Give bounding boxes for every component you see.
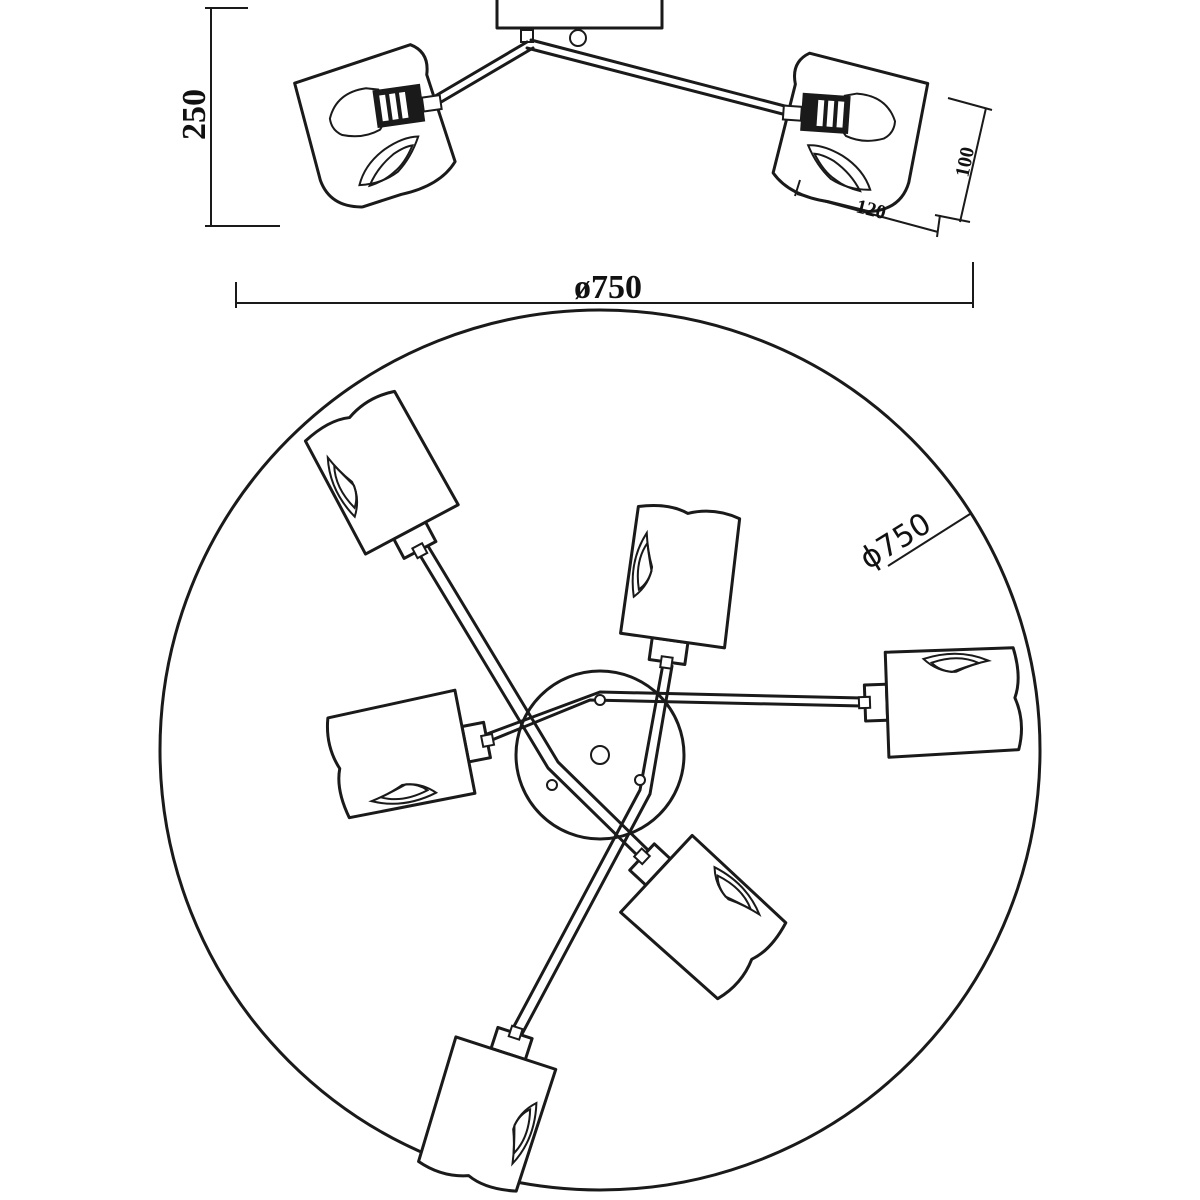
side-arm-right	[529, 38, 802, 112]
lamp-left	[322, 683, 504, 821]
side-lamp-right	[769, 49, 931, 217]
lamp-bottom	[413, 1008, 566, 1198]
height-dimension: 250	[176, 7, 280, 227]
lamp-upper-left	[301, 385, 473, 581]
arms	[416, 544, 864, 1036]
lamp-center-top	[615, 499, 745, 678]
canopy	[495, 0, 664, 30]
top-diameter-dimension: ϕ750	[854, 506, 971, 577]
lamp-lower-center	[598, 814, 792, 1005]
center-hole	[590, 745, 610, 765]
outline-circle	[158, 308, 1042, 1192]
side-lamp-left	[290, 39, 462, 216]
side-view: 250 100 120 ø750	[176, 0, 993, 308]
shade-height-dimension: 100	[934, 97, 993, 223]
top-diameter-label: ϕ750	[854, 506, 938, 577]
canopy-screw	[569, 29, 587, 47]
height-label: 250	[176, 89, 213, 140]
lamp-right	[855, 646, 1024, 760]
top-view: ϕ750	[158, 308, 1042, 1198]
overall-diameter-label: ø750	[574, 269, 642, 306]
side-arm-left	[423, 40, 529, 104]
overall-diameter-dimension: ø750	[235, 262, 974, 308]
shade-height-label: 100	[951, 145, 979, 179]
